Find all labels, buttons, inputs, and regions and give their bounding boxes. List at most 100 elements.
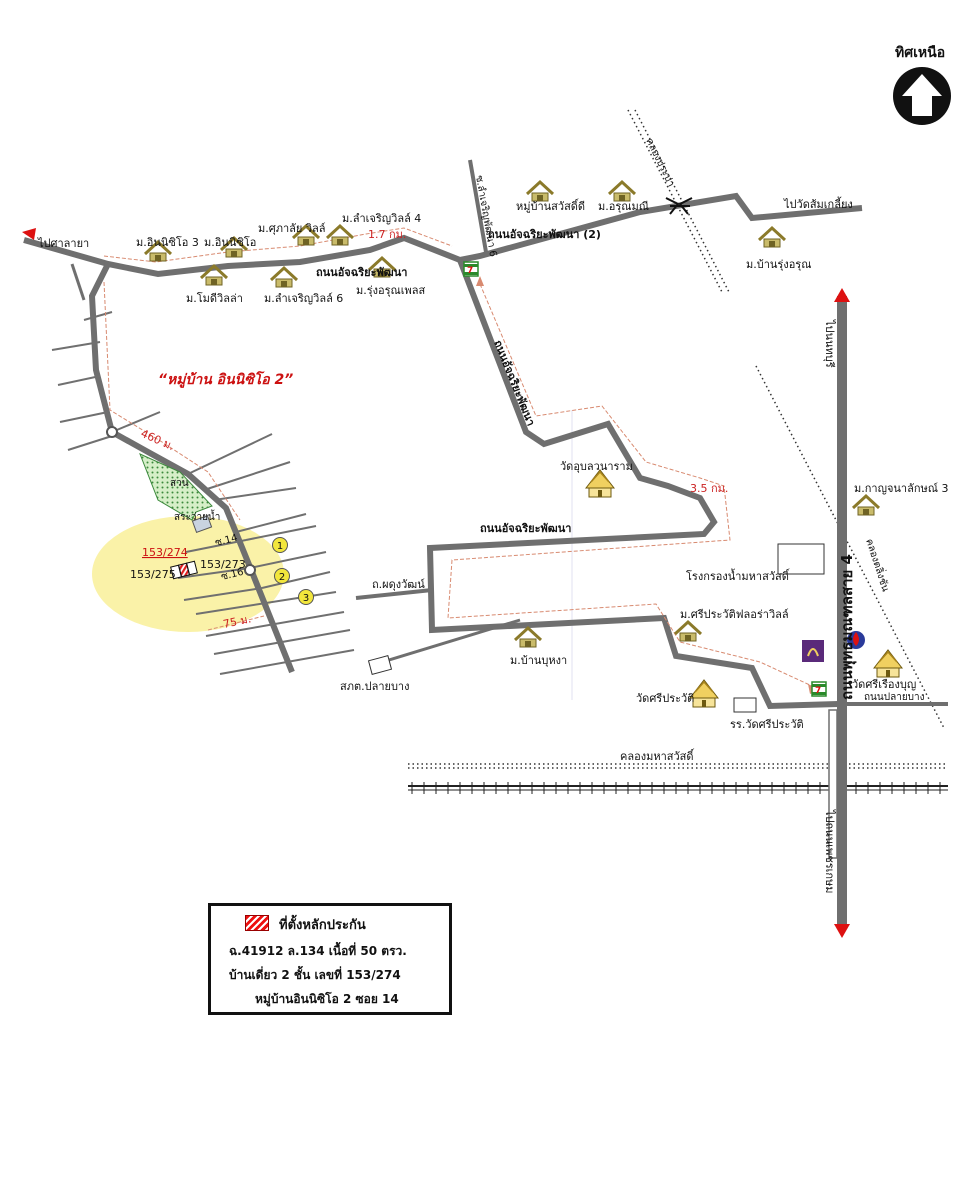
- distance-label: 75 ม.: [222, 612, 252, 631]
- house-icon: [513, 626, 543, 649]
- park-area: [139, 453, 213, 521]
- railway-line: [408, 782, 948, 794]
- distance-label: 3.5 กม.: [690, 482, 728, 495]
- place-label: สภต.ปลายบาง: [340, 680, 409, 693]
- route-75m: [207, 615, 265, 631]
- place-label: ม.บ้านรุ่งอรุณ: [746, 258, 811, 271]
- north-arrow-icon: [893, 67, 951, 125]
- place-label: ม.อินนิซิโอ 3: [136, 235, 199, 249]
- road-label: ไปนนทบุรี: [823, 319, 836, 368]
- seven-eleven-icon: 7: [811, 681, 827, 697]
- place-label: วัดอุบลวนาราม: [560, 460, 633, 473]
- legend-title: ที่ตั้งหลักประกัน: [279, 918, 366, 933]
- house-icon: [673, 620, 703, 643]
- village-title: “หมู่บ้าน อินนิซิโอ 2”: [158, 370, 293, 388]
- road-label: ถนนอัจฉริยะพัฒนา: [316, 266, 407, 279]
- legend-line-3: หมู่บ้านอินนิซิโอ 2 ซอย 14: [255, 992, 399, 1006]
- canal-label: คลองมหาสวัสดิ์: [620, 748, 695, 763]
- roundabout: [244, 564, 256, 576]
- road-label: ซ.ลำเจริญพัฒนา 6: [473, 175, 498, 258]
- to-wat-sam-kliang-label: ไปวัดส้มเกลี้ยง: [783, 196, 853, 211]
- bridge-icon: [665, 197, 693, 215]
- svg-text:7: 7: [815, 686, 821, 696]
- plot-label: 153/275: [130, 568, 176, 581]
- collateral-location-icon: [245, 915, 269, 931]
- place-label: ม.อรุณมณี: [598, 200, 649, 213]
- house-icon: [525, 180, 555, 203]
- school-building: [733, 697, 757, 713]
- route-3-5km: [447, 283, 813, 687]
- plot-153-273: [186, 560, 198, 576]
- seven-eleven-icon: 7: [463, 261, 479, 277]
- marker-2: 2: [274, 568, 290, 584]
- place-label: ม.บ้านบุหงา: [510, 654, 567, 667]
- road-label: ถ.ผดุงวัฒน์: [372, 578, 425, 591]
- soi-label: ซ.16: [220, 567, 245, 583]
- place-label: โรงกรองน้ำมหาสวัสดิ์: [686, 568, 790, 583]
- house-icon: [325, 224, 355, 247]
- place-label: ม.โมดีวิลล่า: [186, 291, 243, 305]
- roundabout: [106, 426, 118, 438]
- svg-text:2: 2: [279, 572, 285, 583]
- house-icon: [757, 226, 787, 249]
- marker-3: 3: [298, 589, 314, 605]
- road-label: ถนนพุทธมณฑลสาย 4: [838, 554, 857, 700]
- place-label: วัดศรีประวัติ: [636, 692, 694, 705]
- arrow-north-up: [834, 288, 850, 302]
- place-label: ม.ลำเจริญวิลล์ 4: [342, 212, 421, 225]
- house-icon: [269, 266, 299, 289]
- place-label: ม.ลำเจริญวิลล์ 6: [264, 292, 343, 305]
- water-plant-building: [777, 543, 825, 575]
- village-soi-lines: [51, 311, 355, 675]
- canal-label: คลองตลิ่งชัน: [863, 537, 893, 594]
- place-label: ม.รุ่งอรุณเพลส: [356, 284, 425, 297]
- road-soi6: [468, 159, 488, 253]
- place-label: รร.วัดศรีประวัติ: [730, 718, 804, 731]
- road-village-main: [88, 262, 295, 674]
- road-label: ไปถนนเพชรเกษม: [823, 809, 836, 894]
- house-icon: [851, 494, 881, 517]
- road-label: ถนนอัจฉริยะพัฒนา: [491, 338, 537, 428]
- road-label: ถนนอัจฉริยะพัฒนา: [480, 522, 571, 535]
- gas-station-icon: [847, 631, 865, 649]
- arrow-to-salaya: [22, 228, 36, 240]
- pool-label: สระว่ายน้ำ: [174, 509, 220, 523]
- road-to-police: [375, 618, 521, 666]
- legend-box: ที่ตั้งหลักประกัน ฉ.41912 ล.134 เนื้อที่…: [208, 903, 452, 1015]
- bank-icon: [802, 640, 824, 662]
- place-label: วัดศรีเรืองบุญ: [852, 678, 916, 691]
- road-label: ถนนอัจฉริยะพัฒนา (2): [488, 228, 601, 241]
- road-achariya-north: [23, 192, 863, 278]
- route-village: [103, 281, 241, 521]
- canal-label: คลองประปา: [643, 136, 676, 188]
- north-label: ทิศเหนือ: [895, 45, 945, 61]
- road-pha-dung: [355, 588, 433, 600]
- road-label: ถนนปลายบาง: [864, 692, 925, 703]
- to-salaya-label: ไปศาลายา: [37, 237, 89, 250]
- svg-text:7: 7: [467, 266, 473, 276]
- place-label: ม.ศรีประวัติฟลอร่าวิลล์: [680, 608, 789, 621]
- svg-text:1: 1: [277, 541, 283, 552]
- place-label: ม.กาญจนาลักษณ์ 3: [854, 482, 948, 495]
- place-label: ม.ศุภาลัย วิลล์: [258, 222, 326, 235]
- distance-label: 1.7 กม.: [368, 228, 406, 241]
- overpass: [828, 709, 838, 859]
- soi-label: ซ.14: [214, 533, 239, 549]
- police-station-building: [367, 655, 393, 675]
- place-label: หมู่บ้านสวัสดิ์ดี: [516, 198, 585, 213]
- house-icon: [607, 180, 637, 203]
- route-1-7km: [103, 227, 453, 263]
- target-plot-label: 153/274: [142, 546, 188, 559]
- arrow-south-down: [834, 924, 850, 938]
- khlong-talingchan-canal: [755, 365, 945, 729]
- legend-line-1: ฉ.41912 ล.134 เนื้อที่ 50 ตรว.: [229, 944, 407, 958]
- marker-1: 1: [272, 537, 288, 553]
- temple-icon: [585, 469, 615, 498]
- temple-icon: [873, 649, 903, 678]
- plot-label: 153/273: [200, 558, 246, 571]
- legend-line-2: บ้านเดี่ยว 2 ชั้น เลขที่ 153/274: [229, 968, 401, 982]
- place-label: ม.อินนิซิโอ: [204, 235, 256, 249]
- svg-text:3: 3: [303, 593, 309, 604]
- pool: [191, 514, 213, 534]
